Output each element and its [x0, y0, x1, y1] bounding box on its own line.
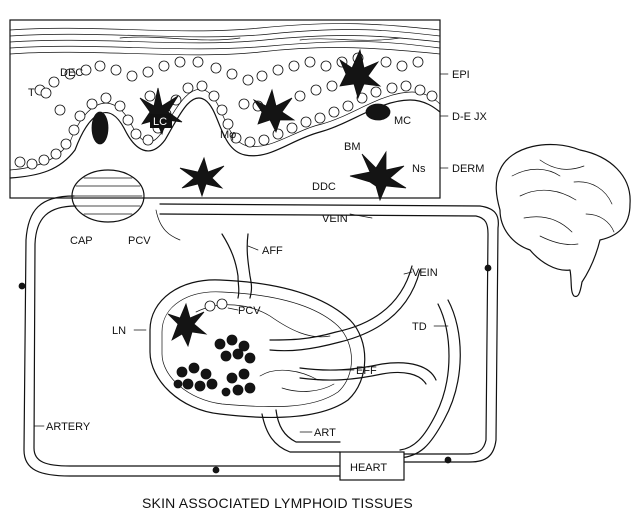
label-bm: BM: [344, 141, 361, 153]
label-pcv: PCV: [128, 235, 151, 247]
label-lc: LC: [153, 116, 167, 128]
label-aff: AFF: [262, 245, 283, 257]
label-dec: DEC: [60, 67, 83, 79]
label-t: T: [28, 87, 35, 99]
lymphocyte-cluster-c: [222, 369, 255, 396]
label-artery: ARTERY: [46, 421, 91, 433]
mast-cell-right: [366, 104, 390, 120]
mast-cell-left: [92, 112, 108, 144]
lymphocyte-cluster-b: [174, 363, 217, 391]
caption: SKIN ASSOCIATED LYMPHOID TISSUES: [142, 495, 413, 511]
label-td: TD: [412, 321, 427, 333]
label-derm: DERM: [452, 163, 484, 175]
lymph-node: [150, 280, 365, 418]
circulation-labels: CAP PCV VEIN AFF VEIN LN PCV TD EFF ARTE…: [34, 213, 448, 439]
label-heart: HEART: [350, 462, 387, 474]
label-cap: CAP: [70, 235, 93, 247]
label-ddc: DDC: [312, 181, 336, 193]
label-eff: EFF: [356, 365, 377, 377]
label-vein-upper: VEIN: [322, 213, 348, 225]
layer-labels: EPI D-E JX DERM: [440, 69, 488, 175]
label-ln: LN: [112, 325, 126, 337]
label-mc: MC: [394, 115, 411, 127]
label-dejx: D-E JX: [452, 111, 488, 123]
label-pcv-node: PCV: [238, 305, 261, 317]
lymphocyte-cluster-a: [215, 335, 255, 363]
brain: [496, 144, 630, 296]
label-vein-lower: VEIN: [412, 267, 438, 279]
label-mphi: Mφ: [220, 129, 236, 141]
label-ns: Ns: [412, 163, 426, 175]
heart-box: HEART: [340, 452, 404, 480]
skin-block: DEC T LC Mφ BM MC Ns DDC: [10, 20, 440, 222]
capillary-loop: [72, 170, 144, 222]
label-epi: EPI: [452, 69, 470, 81]
label-art: ART: [314, 427, 336, 439]
